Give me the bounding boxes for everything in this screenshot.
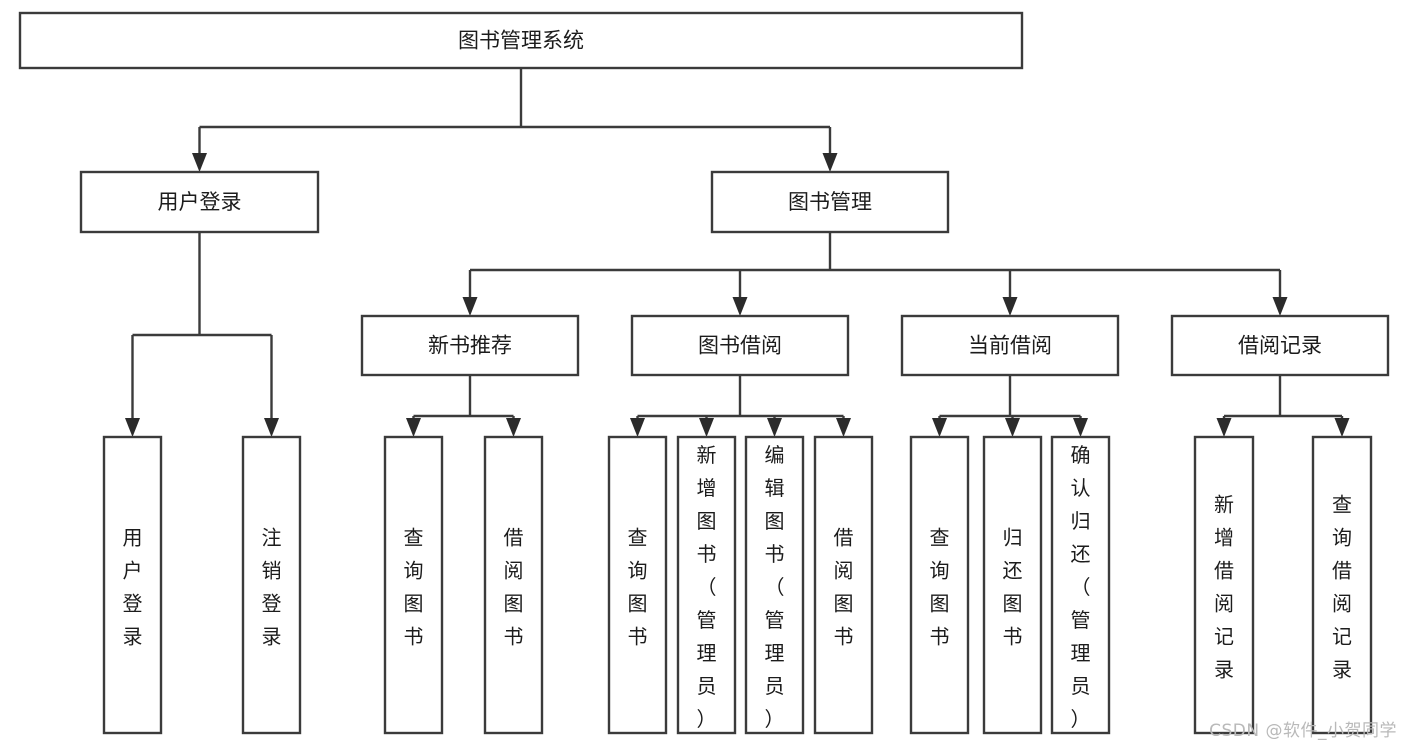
book-management-arrow-1 [732,297,748,316]
node-current-borrow[interactable]: 当前借阅 [900,314,1120,377]
node-book-management-box [710,170,950,234]
book-management-arrow-2 [1002,297,1018,316]
node-leaf-borrow-book-1-label: 借阅图书 [504,526,524,649]
node-leaf-edit-book-label: 编辑图书（管理员） [765,443,785,731]
node-leaf-query-record-box [1311,435,1373,735]
node-book-management[interactable]: 图书管理 [710,170,950,234]
node-book-borrow-box [630,314,850,377]
node-leaf-query-book-1-label: 查询图书 [404,526,424,649]
borrow-record-arrow-0 [1216,418,1232,437]
node-current-borrow-box [900,314,1120,377]
node-leaf-query-book-2-label: 查询图书 [628,526,648,649]
node-leaf-user-login-box [102,435,163,735]
node-borrow-record-label: 借阅记录 [1238,334,1322,358]
node-borrow-record[interactable]: 借阅记录 [1170,314,1390,377]
root-arrow-1 [822,153,838,172]
node-leaf-query-book-3-box [909,435,970,735]
node-leaf-return-book-box [982,435,1043,735]
node-leaf-confirm-return-box [1050,435,1111,735]
current-borrow-arrow-1 [1005,418,1020,437]
node-leaf-query-record[interactable]: 查询借阅记录 [1311,435,1373,735]
book-management-arrow-3 [1272,297,1288,316]
user-login-arrow-0 [125,418,140,437]
node-new-book-recommend-box [360,314,580,377]
book-borrow-arrow-3 [836,418,851,437]
node-leaf-user-login-label: 用户登录 [123,526,143,649]
node-leaf-add-record-box [1193,435,1255,735]
node-new-book-recommend[interactable]: 新书推荐 [360,314,580,377]
node-leaf-user-login[interactable]: 用户登录 [102,435,163,735]
connector-lines [125,68,1350,437]
node-leaf-confirm-return[interactable]: 确认归还（管理员） [1050,435,1111,735]
node-leaf-borrow-book-2[interactable]: 借阅图书 [813,435,874,735]
node-book-borrow-label: 图书借阅 [698,334,782,358]
node-user-login-box [79,170,320,234]
node-user-login[interactable]: 用户登录 [79,170,320,234]
root-arrow-0 [192,153,207,172]
node-leaf-add-record[interactable]: 新增借阅记录 [1193,435,1255,735]
node-leaf-borrow-book-2-label: 借阅图书 [834,526,854,649]
node-root-box [18,11,1024,70]
node-leaf-add-book[interactable]: 新增图书（管理员） [676,435,737,735]
node-leaf-borrow-book-1-box [483,435,544,735]
node-current-borrow-label: 当前借阅 [968,334,1052,358]
node-leaf-return-book[interactable]: 归还图书 [982,435,1043,735]
book-borrow-arrow-0 [630,418,645,437]
node-leaf-query-book-1[interactable]: 查询图书 [383,435,444,735]
node-new-book-recommend-label: 新书推荐 [428,334,512,358]
node-leaf-edit-book-box [744,435,805,735]
node-root-label: 图书管理系统 [458,29,584,53]
node-leaf-query-book-3-label: 查询图书 [930,526,950,649]
node-user-login-label: 用户登录 [158,190,242,214]
node-leaf-query-record-label: 查询借阅记录 [1332,493,1352,682]
node-leaf-return-book-label: 归还图书 [1003,526,1023,649]
node-leaf-logout-box [241,435,302,735]
node-boxes: 图书管理系统用户登录图书管理新书推荐图书借阅当前借阅借阅记录用户登录注销登录查询… [18,11,1390,735]
node-leaf-edit-book[interactable]: 编辑图书（管理员） [744,435,805,735]
node-leaf-query-book-2[interactable]: 查询图书 [607,435,668,735]
current-borrow-arrow-0 [932,418,947,437]
node-root[interactable]: 图书管理系统 [18,11,1024,70]
node-leaf-borrow-book-2-box [813,435,874,735]
new-book-recommend-arrow-1 [506,418,521,437]
node-leaf-logout[interactable]: 注销登录 [241,435,302,735]
node-leaf-logout-label: 注销登录 [262,526,282,649]
book-borrow-arrow-2 [767,418,782,437]
node-leaf-add-book-box [676,435,737,735]
new-book-recommend-arrow-0 [406,418,421,437]
book-borrow-arrow-1 [699,418,714,437]
book-management-arrow-0 [462,297,478,316]
user-login-arrow-1 [264,418,279,437]
node-borrow-record-box [1170,314,1390,377]
borrow-record-arrow-1 [1334,418,1350,437]
node-leaf-query-book-2-box [607,435,668,735]
node-book-management-label: 图书管理 [788,190,872,214]
current-borrow-arrow-2 [1073,418,1088,437]
node-leaf-query-book-3[interactable]: 查询图书 [909,435,970,735]
node-leaf-add-record-label: 新增借阅记录 [1214,493,1234,682]
node-leaf-confirm-return-label: 确认归还（管理员） [1071,443,1091,731]
node-leaf-add-book-label: 新增图书（管理员） [697,443,717,731]
node-leaf-borrow-book-1[interactable]: 借阅图书 [483,435,544,735]
node-leaf-query-book-1-box [383,435,444,735]
node-book-borrow[interactable]: 图书借阅 [630,314,850,377]
